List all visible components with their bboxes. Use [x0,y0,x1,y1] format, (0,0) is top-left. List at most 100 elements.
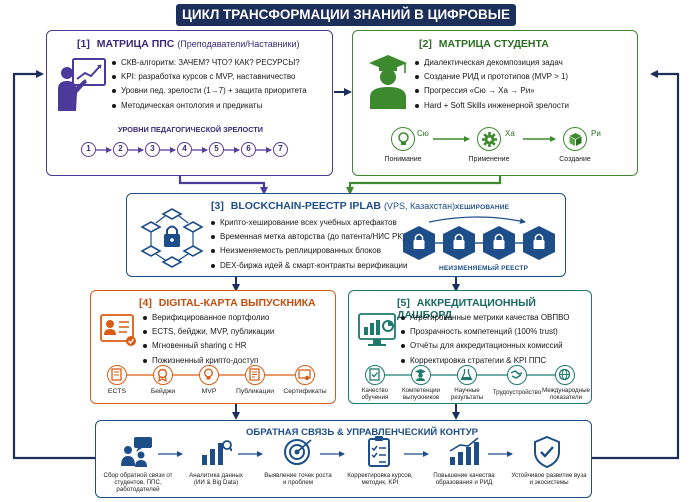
registry-header: [3] BLOCKCHAIN-РЕЕСТР IPLAB (VPS, Казахс… [211,200,455,212]
graduate-competence-icon [411,365,431,385]
level-badge: 4 [177,142,192,157]
feedback-step-label: Устойчивое развитие вуза и экосистемы [511,472,587,486]
graduate-number: [4] [139,297,152,309]
registry-bullet: Крипто-хеширование всех учебных артефакт… [211,216,408,230]
pps-bullet: СКВ-алгоритм: ЗАЧЕМ? ЧТО? КАК? РЕСУРСЫ? [112,56,307,70]
graduate-bullet: ECTS, бейджи, MVP, публикации [143,325,274,339]
student-bullet: Прогрессия «Сю → Ха → Ри» [415,84,569,98]
student-bullet: Создание РИД и прототипов (MVP > 1) [415,70,569,84]
pps-number: [1] [77,38,90,50]
levels-connector [96,147,272,153]
stage-code: Ри [591,129,601,138]
registry-bullet-list: Крипто-хеширование всех учебных артефакт… [211,216,408,273]
graduate-item-label: Публикации [235,388,275,395]
graduate-header: [4] DIGITAL-КАРТА ВЫПУСКНИКА [139,297,316,309]
stage-code: Сю [417,129,429,138]
level-badge: 1 [81,142,96,157]
pps-header: [1] МАТРИЦА ППС (Преподаватели/Наставник… [77,38,300,50]
feedback-title: ОБРАТНАЯ СВЯЗЬ & УПРАВЛЕНЧЕСКИЙ КОНТУР [246,427,478,438]
target-icon [284,439,312,465]
research-results-flask-icon [457,365,477,385]
student-title: МАТРИЦА СТУДЕНТА [438,38,549,50]
publications-icon [245,365,265,385]
feedback-loop-box: ОБРАТНАЯ СВЯЗЬ & УПРАВЛЕНЧЕСКИЙ КОНТУР [95,420,592,498]
level-badge: 2 [113,142,128,157]
level-badge: 6 [241,142,256,157]
registry-bullet: Временная метка авторства (до патента/НИ… [211,230,408,244]
graduate-item-label: Сертификаты [283,388,327,395]
stage-label: Понимание [384,156,422,163]
graduate-bullet: Верифицированное портфолио [143,311,274,325]
employment-handshake-icon [507,365,527,385]
level-badge: 7 [273,142,288,157]
pps-matrix-box: [1] МАТРИЦА ППС (Преподаватели/Наставник… [46,30,333,176]
dashboard-bullet-list: Агрегированные метрики качества ОВПВО Пр… [401,311,569,368]
graduate-student-icon [369,55,407,109]
immutable-registry-label: НЕИЗМЕНЯЕМЫЙ РЕЕСТР [439,265,529,272]
graduate-bullet: Пожизненный крипто-доступ [143,354,274,368]
dashboard-item-label: Качество обучения [361,387,389,401]
pps-bullet: Уровни пед. зрелости (1→7) + защита прио… [112,84,307,98]
stage-connector [433,136,556,142]
accreditation-dashboard-box: [5] АККРЕДИТАЦИОННЫЙ ДАШБОРД Агрегирован… [348,290,592,404]
feedback-step-label: Выявление точек роста и проблем [264,472,332,486]
analytics-chart-icon [202,440,232,465]
dashboard-bullet: Корректировка стратегии & KPI ППС [401,354,569,368]
id-card-icon [100,314,136,346]
stage-label: Создание [559,156,591,163]
dashboard-item-label: Трудоустройство [492,389,542,396]
pps-subtitle: (Преподаватели/Наставники) [177,39,300,49]
registry-subtitle: (VPS, Казахстан) [383,201,456,211]
graduate-card-box: [4] DIGITAL-КАРТА ВЫПУСКНИКА Верифициров… [90,290,336,404]
student-bullet: Hard + Soft Skills инженерной зрелости [415,99,569,113]
stage-creation-cube-icon [563,127,587,151]
ects-icon [107,365,127,385]
feedback-step-label: Сбор обратной связи от студентов, ППС, р… [103,472,173,493]
level-badge: 3 [145,142,160,157]
dashboard-bullet: Отчёты для аккредитационных комиссий [401,339,569,353]
checklist-icon [368,436,390,467]
pps-bullet-list: СКВ-алгоритм: ЗАЧЕМ? ЧТО? КАК? РЕСУРСЫ? … [112,56,307,113]
feedback-step-label: Корректировка курсов, методик, KPI [347,472,413,486]
international-globe-icon [555,365,575,385]
dashboard-bullet: Прозрачность компетенций (100% trust) [401,325,569,339]
graduate-title: DIGITAL-КАРТА ВЫПУСКНИКА [158,297,316,309]
badge-icon [153,365,173,385]
dashboard-number: [5] [397,297,410,309]
growth-chart-icon [449,437,479,465]
feedback-steps-arrows [158,451,513,457]
pps-bullet: KPI: разработка курсов с MVP, наставниче… [112,70,307,84]
hashing-label: ХЕШИРОВАНИЕ [455,204,510,211]
feedback-step-label: Повышение качества образования и РИД [433,472,495,486]
registry-title: BLOCKCHAIN-РЕЕСТР IPLAB [230,200,382,212]
feedback-step-label: Аналитика данных (ИИ & Big Data) [189,472,243,486]
mvp-lightbulb-icon [199,365,219,385]
stage-understanding-icon [391,127,415,151]
registry-bullet: DEX-биржа идей & смарт-контракты верифик… [211,259,408,273]
graduate-item-label: ECTS [107,388,127,395]
hash-chain-diagram [403,216,555,260]
level-badge: 5 [209,142,224,157]
dashboard-item-label: Научные результаты [450,387,484,401]
shield-check-icon [534,435,560,469]
blockchain-registry-box: [3] BLOCKCHAIN-РЕЕСТР IPLAB (VPS, Казахс… [126,193,566,277]
graduate-bullet: Мгновенный sharing с HR [143,339,274,353]
levels-title: УРОВНИ ПЕДАГОГИЧЕСКОЙ ЗРЕЛОСТИ [117,125,264,134]
student-header: [2] МАТРИЦА СТУДЕНТА [419,38,549,50]
teacher-board-icon [58,58,106,111]
people-feedback-icon [121,437,152,467]
pps-title: МАТРИЦА ППС [96,38,175,50]
stage-code: Ха [505,129,515,138]
student-bullet: Диалектическая декомпозиция задач [415,56,569,70]
graduate-item-label: Бейджи [150,388,176,395]
certificate-icon [295,365,315,385]
blockchain-network-icon [140,208,204,268]
registry-number: [3] [211,200,224,212]
learning-quality-icon [365,365,385,385]
dashboard-item-label: Компетенции выпускников [402,387,440,401]
stage-application-gear-icon [477,127,501,151]
student-bullet-list: Диалектическая декомпозиция задач Создан… [415,56,569,113]
dashboard-monitor-icon [358,313,396,346]
stage-label: Применение [468,156,510,163]
